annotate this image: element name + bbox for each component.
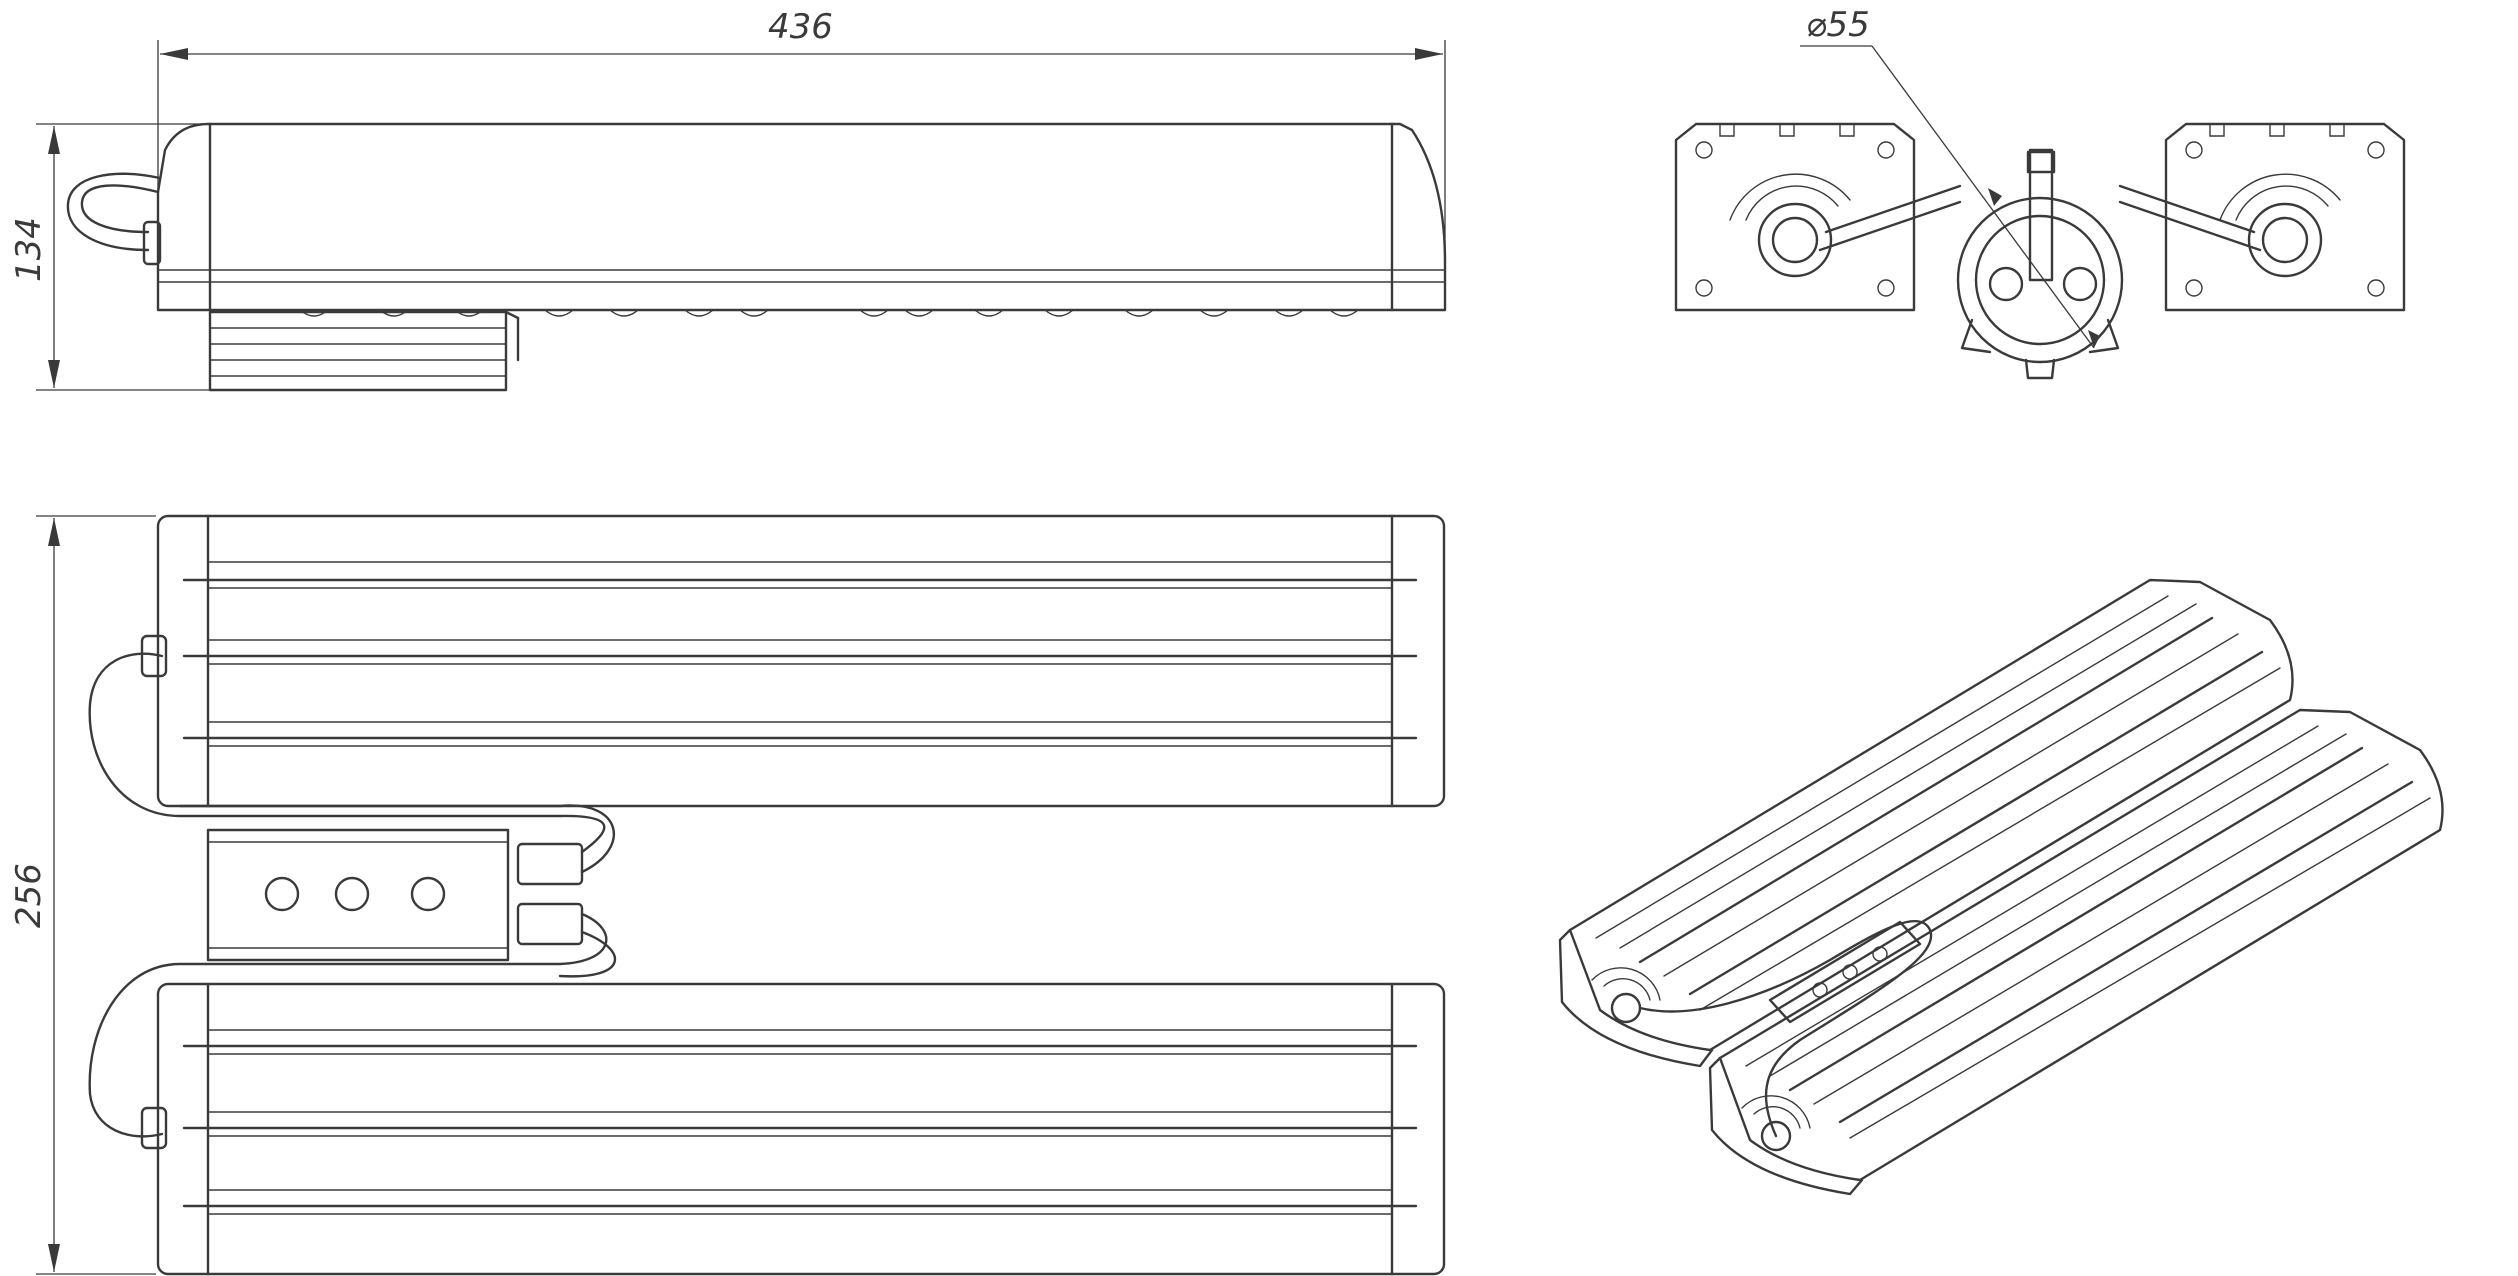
length-dimension: 436 xyxy=(768,7,833,47)
front-view: ⌀55 xyxy=(1674,5,2406,380)
width-dimension: 256 xyxy=(9,863,49,928)
side-view: 436 134 xyxy=(9,7,1447,392)
diameter-dimension: ⌀55 xyxy=(1806,5,1870,45)
height-dimension: 134 xyxy=(9,217,49,282)
isometric-view xyxy=(1558,578,2444,1196)
top-view: 256 xyxy=(9,514,1446,1276)
